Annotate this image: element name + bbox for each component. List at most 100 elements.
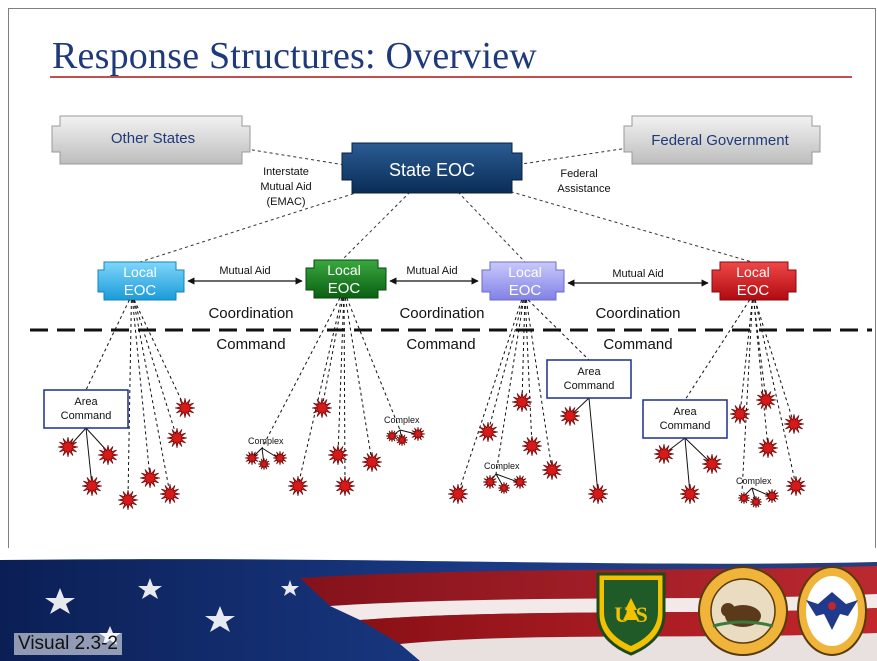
forest-service-shield-icon: U S — [596, 572, 666, 656]
department-of-interior-seal-icon — [698, 566, 788, 656]
incident-marker — [166, 427, 188, 449]
complex-label-3: Complex — [484, 461, 520, 471]
local-eoc-green: Local EOC — [305, 259, 387, 299]
command-line — [261, 447, 279, 459]
command-line — [753, 299, 769, 449]
incident-marker — [311, 397, 333, 419]
command-line — [754, 299, 795, 425]
federal-government-label: Federal Government — [651, 132, 789, 149]
mutual-aid-label-1: Mutual Aid — [219, 265, 270, 277]
federal-assistance-line1: Federal — [560, 168, 597, 180]
local-eoc-3-line2: EOC — [509, 282, 542, 299]
command-line — [741, 299, 753, 493]
command-line — [684, 437, 691, 495]
footer-flag-banner: U S — [0, 548, 877, 661]
command-line — [525, 299, 553, 471]
coordination-label-2: Coordination — [399, 305, 484, 322]
incident-marker — [159, 483, 181, 505]
incident-marker — [81, 475, 103, 497]
area-command-2-line2: Command — [564, 380, 615, 392]
command-line — [337, 297, 345, 456]
other-states-label: Other States — [111, 130, 195, 147]
complex-label-1: Complex — [248, 436, 284, 446]
incident-marker — [653, 443, 675, 465]
command-line — [132, 299, 151, 479]
incident-marker — [749, 495, 763, 509]
command-line — [753, 299, 767, 401]
incident-marker — [755, 389, 777, 411]
command-label-3: Command — [603, 336, 672, 353]
state-eoc-label: State EOC — [389, 160, 475, 180]
emac-label-line1: Interstate — [263, 166, 309, 178]
incident-marker — [477, 421, 499, 443]
area-command-box-2: Area Command — [546, 359, 632, 399]
command-line — [495, 299, 525, 475]
incident-marker — [272, 450, 288, 466]
area-command-box-1: Area Command — [43, 389, 129, 429]
incident-markers — [57, 389, 807, 511]
incident-marker — [410, 426, 426, 442]
local-eoc-2-line1: Local — [327, 262, 360, 278]
command-line — [751, 487, 771, 497]
incident-marker — [512, 474, 528, 490]
local-eoc-4-line2: EOC — [737, 282, 770, 299]
incident-marker — [287, 475, 309, 497]
area-command-1-line2: Command — [61, 410, 112, 422]
incident-marker — [785, 475, 807, 497]
area-command-3-line2: Command — [660, 420, 711, 432]
incident-marker — [117, 489, 139, 511]
incident-marker — [729, 403, 751, 425]
command-line — [588, 397, 599, 495]
command-line — [85, 299, 130, 391]
edge-labels: Interstate Mutual Aid (EMAC) Federal Ass… — [260, 166, 610, 208]
command-line — [261, 297, 341, 449]
command-line — [321, 297, 344, 409]
command-line — [346, 297, 401, 431]
local-eoc-red: Local EOC — [711, 261, 797, 301]
local-eoc-light-blue: Local EOC — [97, 261, 185, 301]
incident-marker — [783, 413, 805, 435]
complex-label-2: Complex — [384, 415, 420, 425]
federal-assistance-line2: Assistance — [557, 183, 610, 195]
visual-number-label: Visual 2.3-2 — [14, 633, 122, 655]
incident-marker — [482, 474, 498, 490]
incident-marker — [385, 429, 399, 443]
command-line — [754, 299, 797, 487]
incident-marker — [497, 481, 511, 495]
command-line — [297, 297, 343, 487]
command-line — [521, 299, 526, 403]
incident-marker — [57, 436, 79, 458]
incident-marker — [139, 467, 161, 489]
incident-marker — [447, 483, 469, 505]
mutual-aid-label-2: Mutual Aid — [406, 265, 457, 277]
other-states-box: Other States — [51, 115, 251, 165]
area-command-3-line1: Area — [673, 406, 697, 418]
command-line — [684, 299, 751, 401]
incident-marker — [559, 405, 581, 427]
coordination-label-1: Coordination — [208, 305, 293, 322]
area-command-box-3: Area Command — [642, 399, 728, 439]
complex-label-4: Complex — [736, 476, 772, 486]
command-line — [524, 299, 533, 447]
area-command-2-line1: Area — [577, 366, 601, 378]
incident-marker — [737, 491, 751, 505]
incident-marker — [757, 437, 779, 459]
command-line — [133, 299, 178, 439]
coordination-label-3: Coordination — [595, 305, 680, 322]
command-line — [487, 299, 524, 433]
incident-marker — [679, 483, 701, 505]
incident-marker — [327, 444, 349, 466]
incident-marker — [257, 457, 271, 471]
area-command-1-line1: Area — [74, 396, 98, 408]
incident-marker — [97, 444, 119, 466]
local-eoc-lavender: Local EOC — [481, 261, 565, 301]
command-lines — [67, 297, 797, 503]
federal-government-box: Federal Government — [623, 115, 821, 165]
incident-marker — [334, 475, 356, 497]
incident-marker — [764, 488, 780, 504]
command-label-1: Command — [216, 336, 285, 353]
fema-eagle-seal-icon — [797, 566, 867, 656]
command-line — [457, 299, 523, 495]
local-eoc-1-line2: EOC — [124, 282, 157, 299]
